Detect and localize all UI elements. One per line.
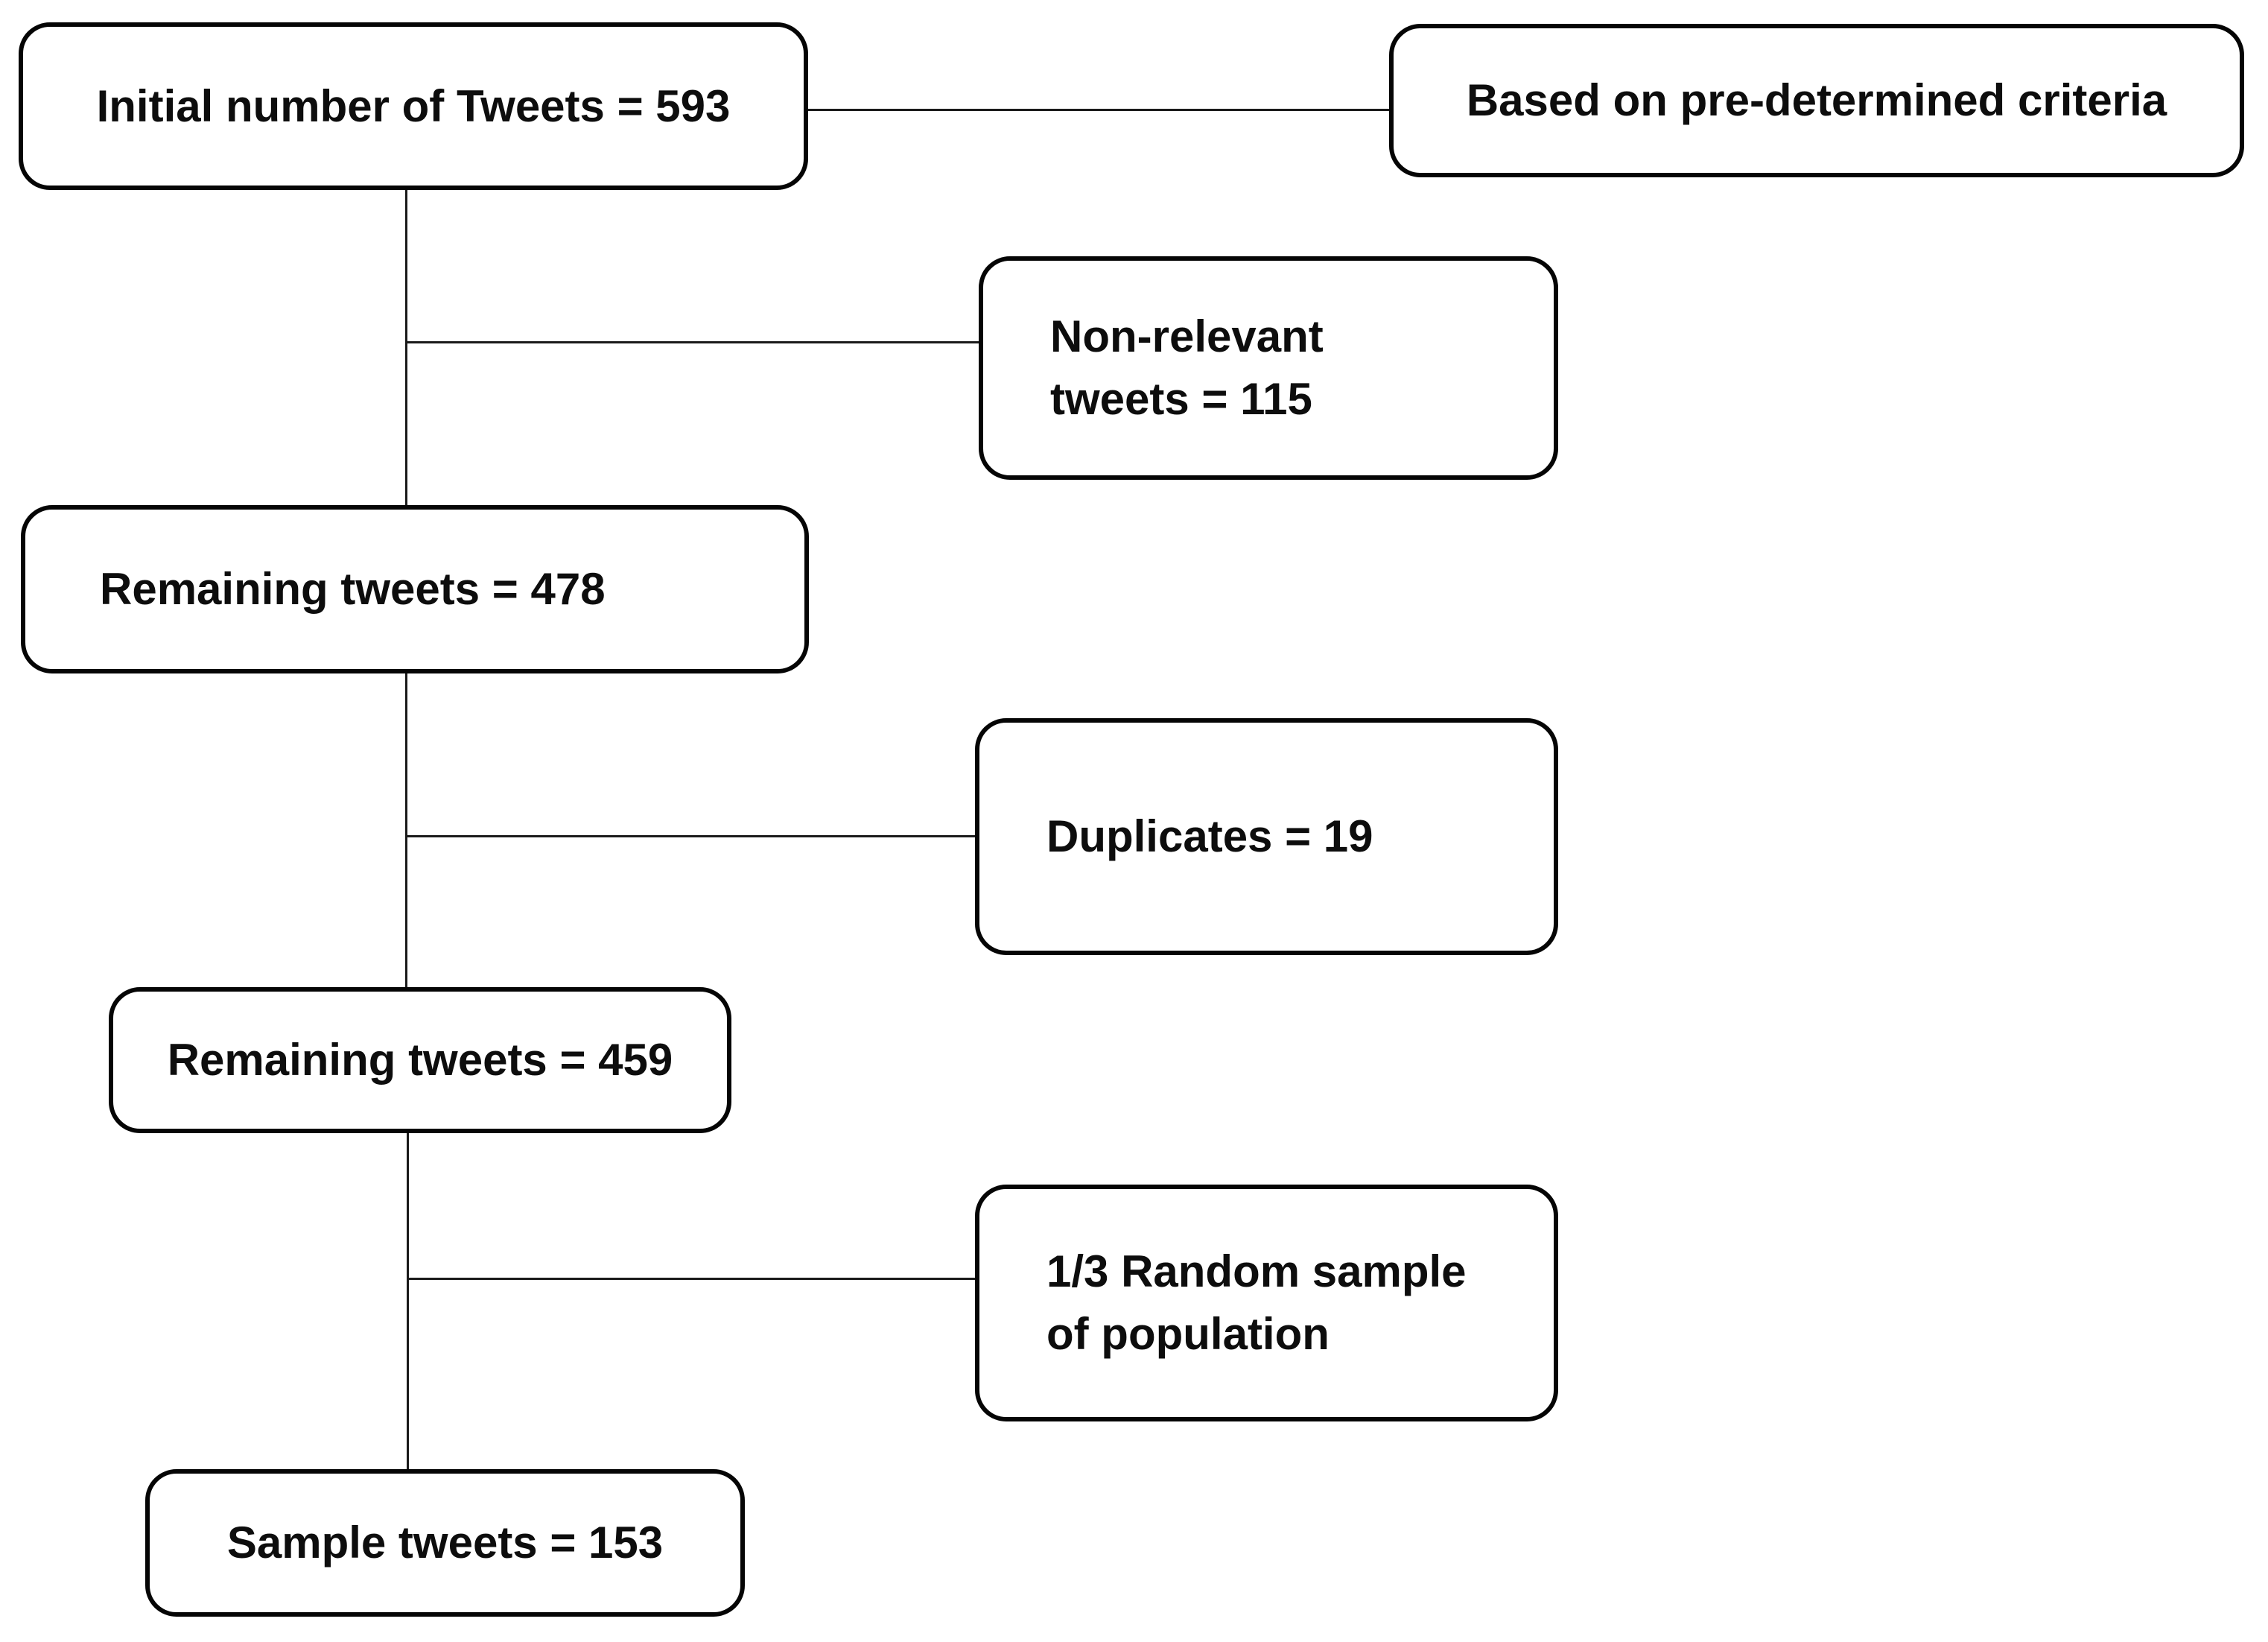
node-initial-tweets: Initial number of Tweets = 593 xyxy=(19,22,808,190)
connector-remaining459-to-sample xyxy=(407,1132,409,1471)
connector-initial-to-remaining478 xyxy=(405,188,407,507)
connector-branch-to-non-relevant xyxy=(405,341,980,343)
node-remaining-tweets-478: Remaining tweets = 478 xyxy=(21,505,809,673)
connector-initial-to-criteria xyxy=(807,109,1391,111)
node-remaining-tweets-459: Remaining tweets = 459 xyxy=(109,987,731,1133)
connector-branch-to-duplicates xyxy=(405,835,976,837)
connector-remaining478-to-remaining459 xyxy=(405,672,407,989)
node-predetermined-criteria: Based on pre-determined criteria xyxy=(1389,24,2244,177)
node-random-sample: 1/3 Random sample of population xyxy=(975,1185,1558,1421)
connector-branch-to-random-sample xyxy=(407,1278,976,1280)
node-sample-tweets: Sample tweets = 153 xyxy=(145,1469,745,1617)
node-non-relevant-tweets: Non-relevant tweets = 115 xyxy=(979,256,1558,480)
node-duplicates: Duplicates = 19 xyxy=(975,718,1558,955)
